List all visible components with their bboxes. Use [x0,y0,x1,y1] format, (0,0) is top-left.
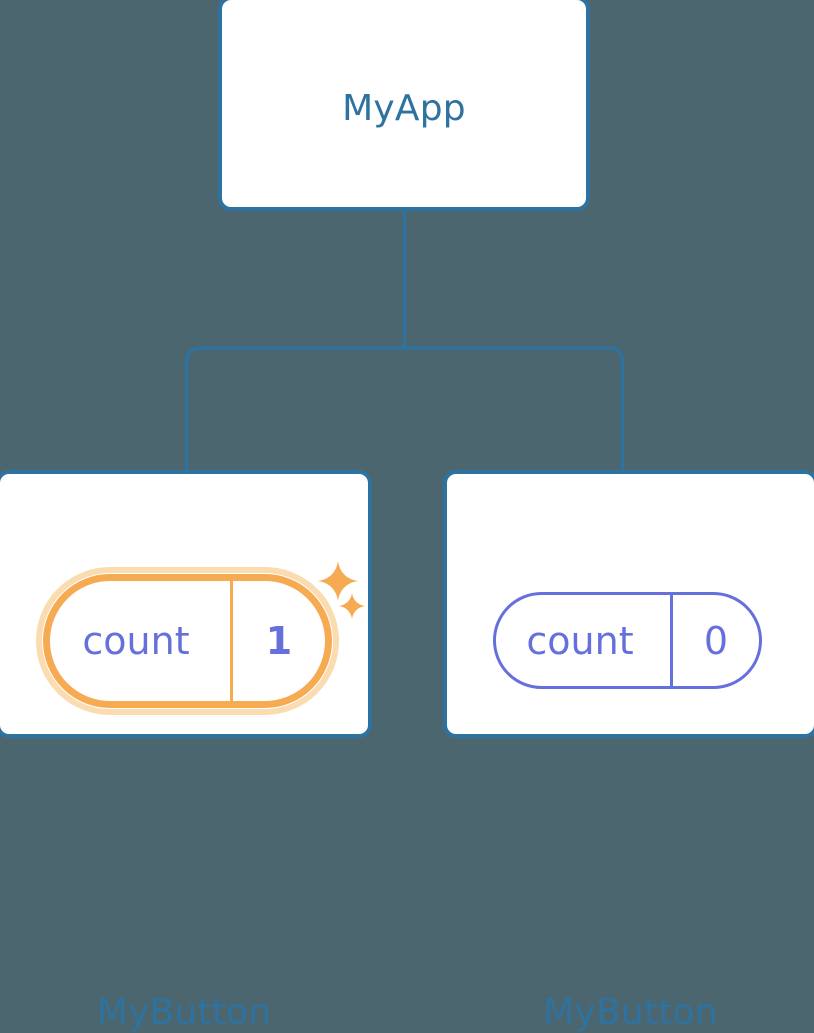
state-pill-left-wrapper: count 1 [36,567,339,715]
node-myapp-title: MyApp [342,88,466,129]
state-pill-left-value: 1 [265,619,293,663]
state-pill-right-key: count [526,618,634,663]
state-pill-right-value: 0 [703,618,729,663]
state-pill-left-glow [36,567,339,715]
state-pill-left-key: count [82,619,190,663]
node-myapp[interactable]: MyApp [218,0,590,211]
state-pill-left[interactable]: count 1 [43,574,332,708]
state-pill-right[interactable]: count 0 [493,592,762,689]
connector-branch-bus [184,346,625,474]
node-mybutton-left-title: MyButton [96,992,272,1033]
state-pill-right-divider [670,595,673,686]
node-mybutton-right-title: MyButton [543,992,718,1033]
state-pill-left-divider [230,581,233,701]
